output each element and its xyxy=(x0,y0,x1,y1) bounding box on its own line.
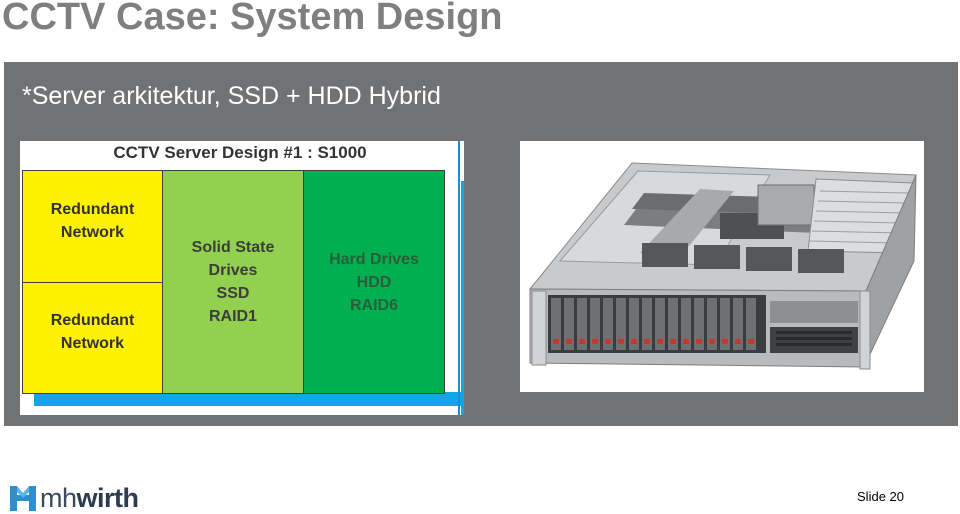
footer-logo: mhwirth xyxy=(10,482,139,514)
block-label: Hard Drives HDD RAID6 xyxy=(329,250,419,314)
logo-text-light: mh xyxy=(40,482,77,513)
diagram-header: CCTV Server Design #1 : S1000 xyxy=(113,143,367,162)
block-redundant-network-2: Redundant Network xyxy=(22,282,163,394)
slide-subtitle: *Server arkitektur, SSD + HDD Hybrid xyxy=(22,82,441,110)
block-label: Redundant Network xyxy=(50,312,135,352)
block-ssd-raid1: Solid State Drives SSD RAID1 xyxy=(162,170,304,394)
server-design-diagram: CCTV Server Design #1 : S1000 Redundant … xyxy=(20,141,464,415)
block-redundant-network-1: Redundant Network xyxy=(22,170,163,283)
logo-text-bold: wirth xyxy=(76,482,140,513)
block-label: Redundant Network xyxy=(50,200,135,241)
rack-server-icon xyxy=(528,162,917,370)
mhwirth-logo-icon xyxy=(10,486,36,511)
block-label: Solid State Drives SSD RAID1 xyxy=(191,239,275,325)
block-hdd-raid6: Hard Drives HDD RAID6 xyxy=(303,170,445,394)
logo-wordmark: mhwirth xyxy=(40,483,139,514)
slide-number: Slide 20 xyxy=(857,489,904,504)
rack-server-photo xyxy=(520,141,924,392)
slide-title: CCTV Case: System Design xyxy=(2,0,503,38)
diagram-side-bar xyxy=(461,181,464,415)
diagram-divider xyxy=(458,141,460,415)
diagram-base-bar xyxy=(34,392,461,406)
